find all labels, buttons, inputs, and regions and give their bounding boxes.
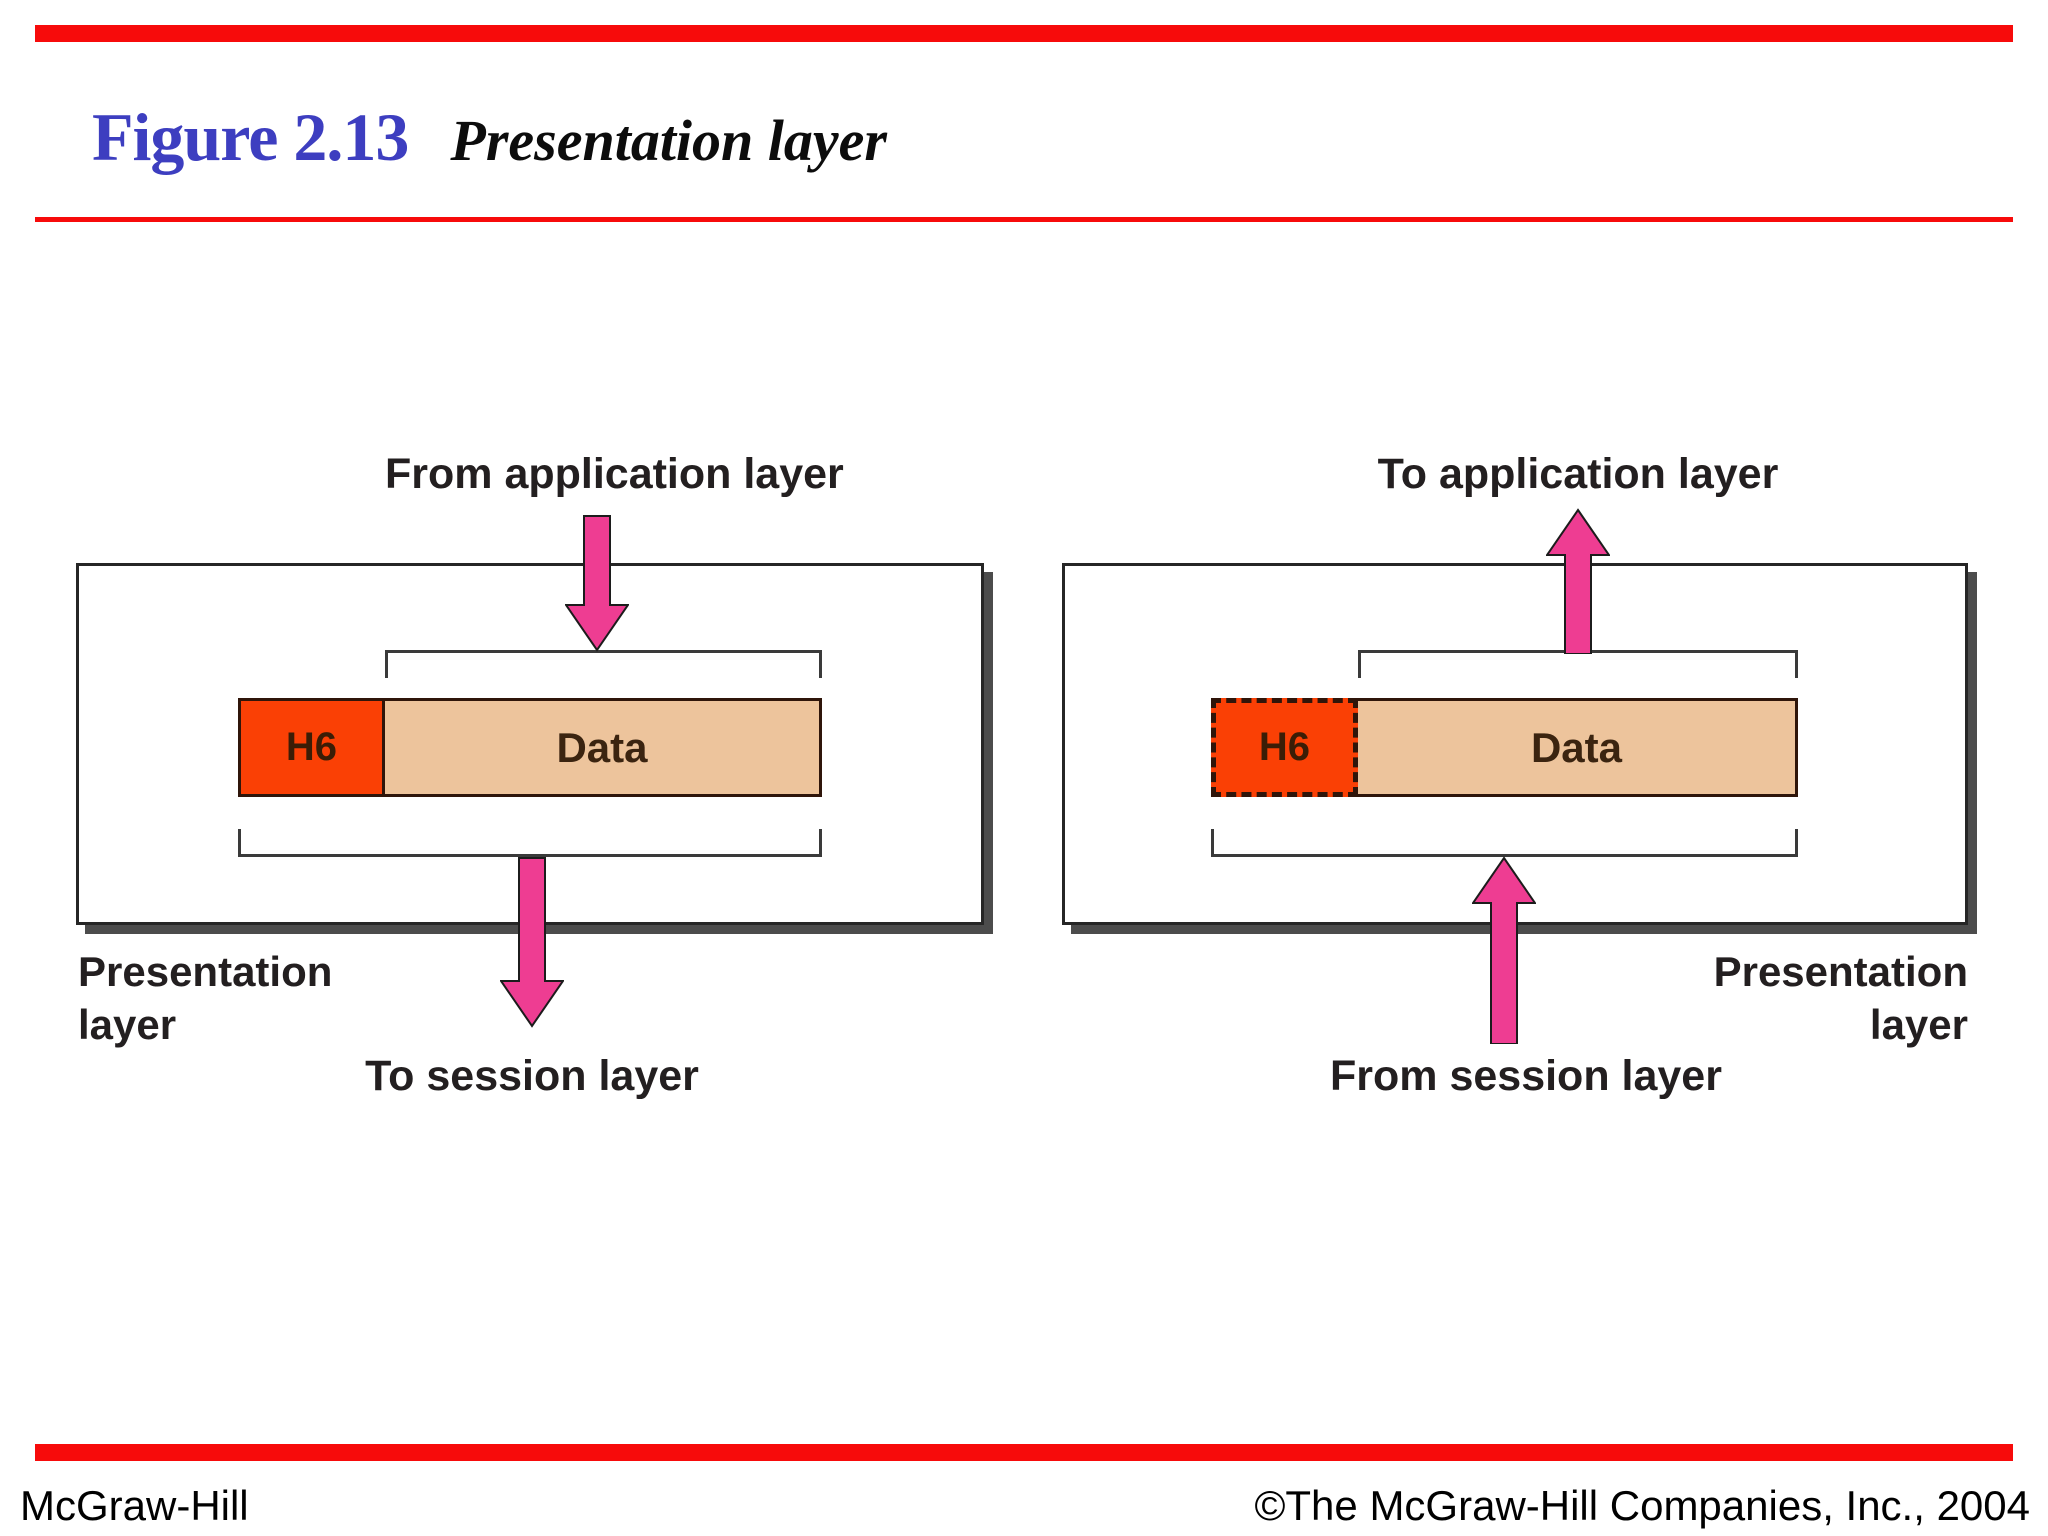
- left-side-label-line1: Presentation: [78, 948, 333, 995]
- slide-title: Figure 2.13 Presentation layer: [92, 98, 887, 177]
- figure-number: Figure 2.13: [92, 99, 409, 175]
- figure-title: Presentation layer: [450, 108, 887, 173]
- footer-copyright: ©The McGraw-Hill Companies, Inc., 2004: [1254, 1482, 2030, 1529]
- left-packet: H6 Data: [238, 698, 822, 797]
- right-data-bracket: [1358, 650, 1798, 678]
- left-bottom-label: To session layer: [365, 1052, 699, 1100]
- arrow-down-icon: [500, 857, 564, 1028]
- left-presentation-layer-label: Presentation layer: [78, 946, 332, 1052]
- right-packet-bracket: [1211, 829, 1798, 857]
- right-header-h6-dashed: H6: [1211, 698, 1358, 797]
- right-packet: H6 Data: [1211, 698, 1798, 797]
- right-presentation-layer-label: Presentation layer: [1714, 946, 1968, 1052]
- bottom-red-bar: [35, 1444, 2013, 1461]
- left-side-label-line2: layer: [78, 1000, 177, 1048]
- left-header-h6: H6: [238, 698, 385, 797]
- right-side-label-line2: layer: [1869, 1000, 1968, 1048]
- arrow-down-icon: [565, 515, 629, 652]
- left-data-bracket: [385, 650, 822, 678]
- arrow-up-icon: [1472, 856, 1536, 1044]
- right-bottom-label: From session layer: [1330, 1052, 1722, 1100]
- top-red-bar: [35, 25, 2013, 42]
- arrow-up-icon: [1546, 508, 1610, 654]
- left-data-field: Data: [385, 698, 822, 797]
- left-packet-bracket: [238, 829, 822, 857]
- title-underline: [35, 217, 2013, 222]
- left-top-label: From application layer: [385, 450, 844, 498]
- right-data-field: Data: [1358, 698, 1798, 797]
- right-top-label: To application layer: [1377, 450, 1779, 498]
- footer-publisher: McGraw-Hill: [20, 1482, 249, 1529]
- right-side-label-line1: Presentation: [1713, 948, 1968, 995]
